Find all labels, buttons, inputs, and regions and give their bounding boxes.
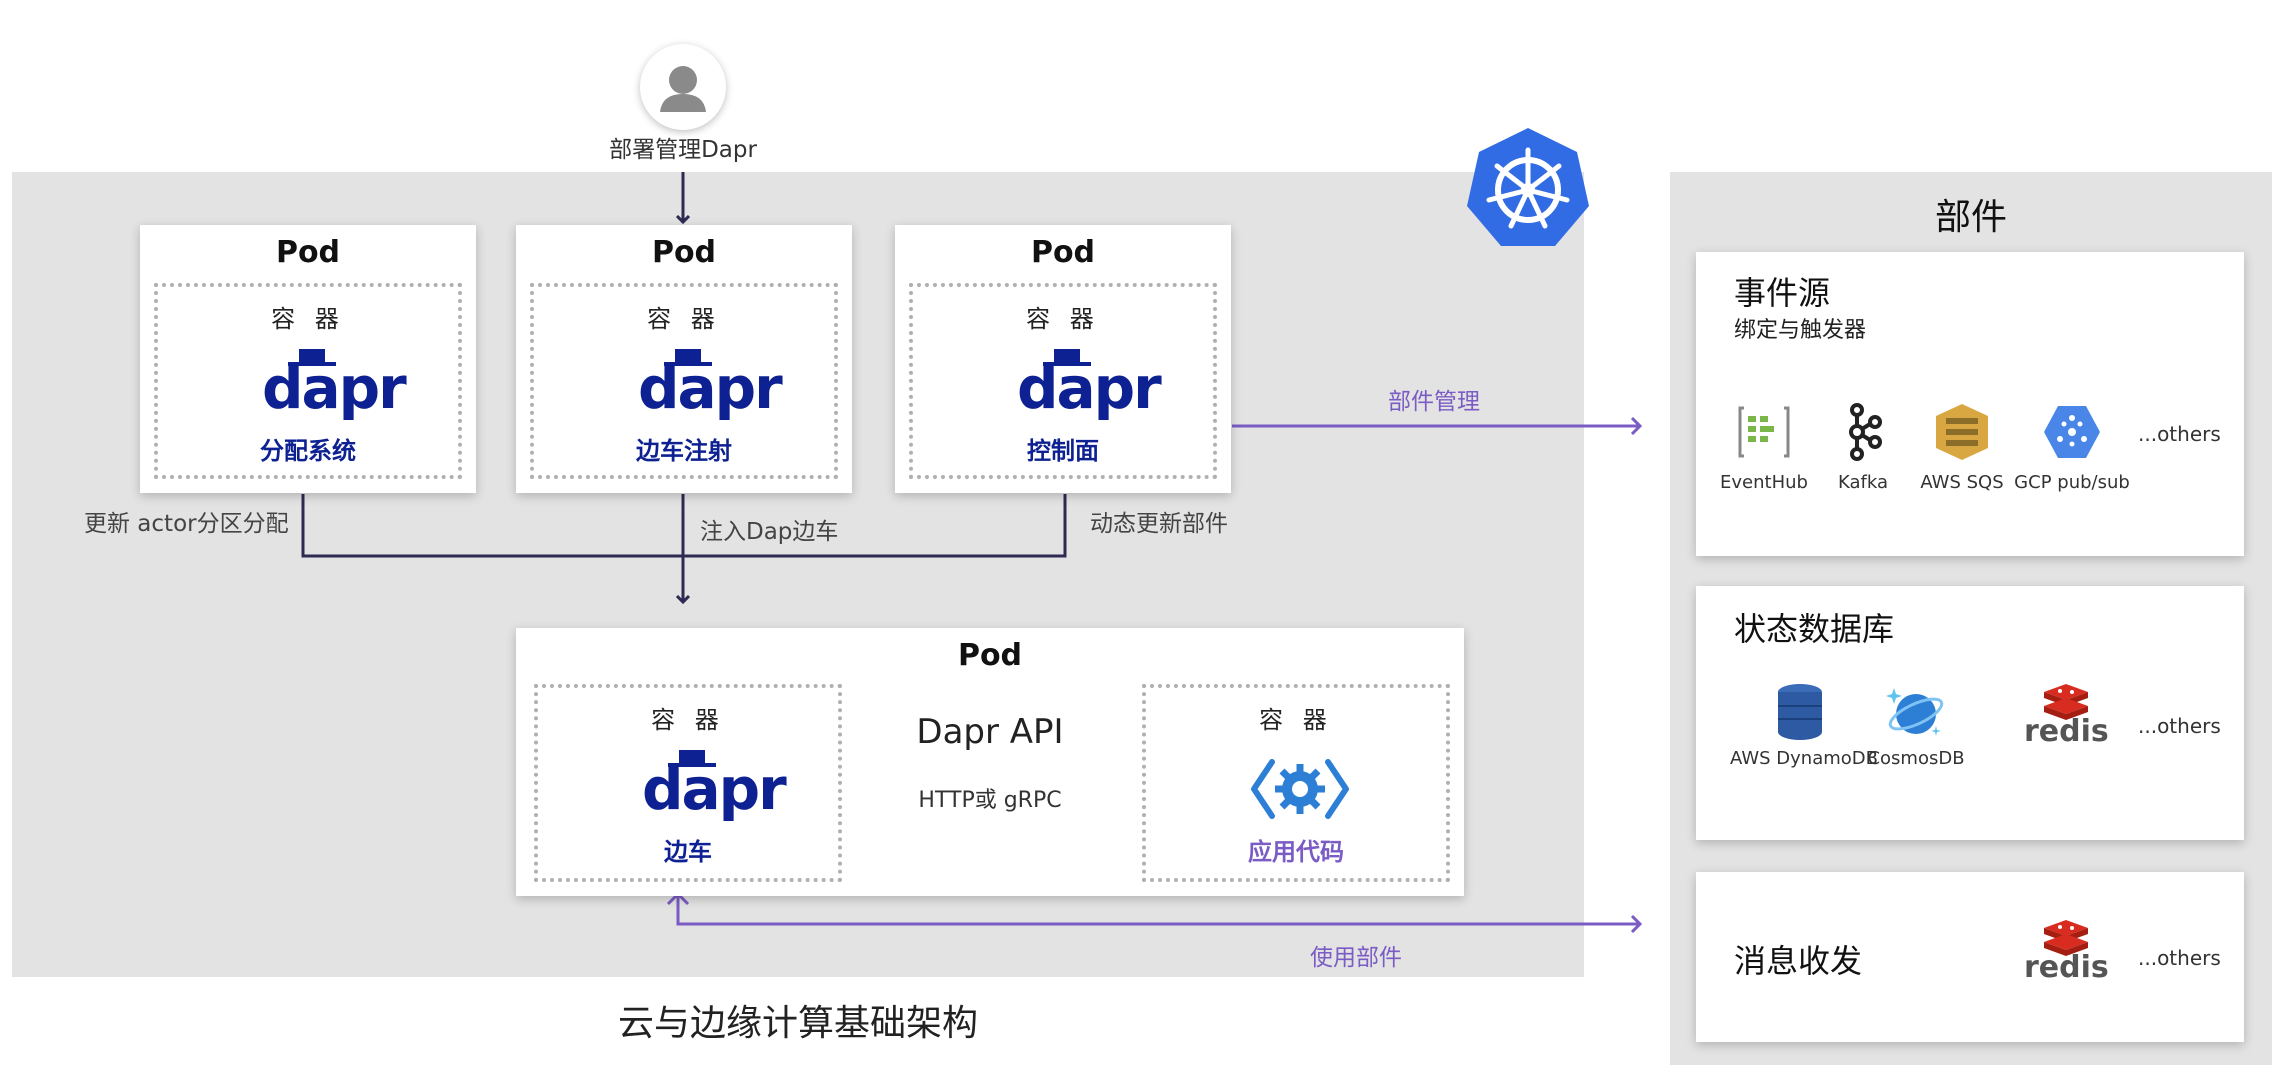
- dapr-hat-brim: [1043, 362, 1091, 366]
- user-label: 部署管理Dapr: [609, 137, 757, 163]
- dapr-hat-icon: [1054, 349, 1080, 363]
- state-store-label: CosmosDB: [1867, 748, 1965, 769]
- container-box: 容 器 dapr 控制面: [909, 283, 1217, 479]
- event-sources-title: 事件源: [1734, 274, 1831, 312]
- event-sources-subtitle: 绑定与触发器: [1734, 318, 1867, 343]
- app-code-icon: [1251, 759, 1349, 819]
- pod-title: Pod: [651, 235, 717, 270]
- cosmosdb-icon: [1886, 688, 1944, 736]
- dapr-api-subtitle: HTTP或 gRPC: [918, 788, 1062, 813]
- sidecar-container-box: 容 器 dapr 边车: [534, 684, 842, 882]
- dapr-logo: dapr: [1017, 349, 1162, 422]
- dapr-hat-icon: [675, 349, 701, 363]
- connector-label-right: 动态更新部件: [1090, 511, 1228, 537]
- event-source-label: Kafka: [1838, 472, 1888, 493]
- messaging-card: 消息收发 redis ...others: [1696, 872, 2244, 1042]
- dapr-api-title: Dapr API: [916, 712, 1064, 752]
- dapr-logo: dapr: [638, 349, 783, 422]
- event-source-label: GCP pub/sub: [2014, 472, 2130, 493]
- use-components-arrow: [676, 896, 1640, 924]
- event-sources-card: 事件源 绑定与触发器 EventHub Kafka AWS: [1696, 252, 2244, 556]
- user-avatar: [640, 44, 726, 130]
- redis-icon: [2044, 684, 2088, 720]
- dapr-logo-text: dapr: [1017, 354, 1162, 422]
- dapr-hat-brim: [288, 362, 336, 366]
- state-stores-title: 状态数据库: [1734, 610, 1895, 648]
- dapr-logo: dapr: [642, 750, 787, 823]
- sidecar-name: 边车: [664, 838, 712, 866]
- redis-logo-text: redis: [2024, 714, 2109, 749]
- connector-label-left: 更新 actor分区分配: [84, 511, 289, 537]
- event-sources-more: ...others: [2138, 422, 2221, 446]
- kubernetes-logo: [1465, 124, 1591, 248]
- kubernetes-icon: [1467, 128, 1589, 246]
- gcp-pubsub-icon: [2044, 406, 2100, 458]
- container-label: 容 器: [1259, 706, 1333, 734]
- pod-title: Pod: [275, 235, 341, 270]
- state-stores-more: ...others: [2138, 714, 2221, 738]
- infrastructure-bar: 云与边缘计算基础架构: [12, 980, 1584, 1068]
- dynamodb-icon: [1778, 684, 1822, 740]
- messaging-more: ...others: [2138, 946, 2221, 970]
- dapr-hat-brim: [668, 763, 716, 767]
- connector-label-middle: 注入Dap边车: [700, 519, 839, 545]
- container-box: 容 器 dapr 边车注射: [530, 283, 838, 479]
- messaging-title: 消息收发: [1734, 942, 1863, 980]
- kafka-icon: [1849, 403, 1882, 461]
- dapr-hat-icon: [679, 750, 705, 764]
- aws-sqs-icon: [1936, 404, 1988, 460]
- dapr-logo-text: dapr: [638, 354, 783, 422]
- container-label: 容 器: [271, 305, 345, 333]
- pod-application: Pod 容 器 dapr 边车 Dapr API HTTP或 gRPC 容 器 …: [516, 628, 1464, 896]
- component-mgmt-label: 部件管理: [1388, 389, 1480, 415]
- pod-sidecar-injector: Pod 容 器 dapr 边车注射: [516, 225, 852, 493]
- pod-placement: Pod 容 器 dapr 分配系统: [140, 225, 476, 493]
- event-source-label: AWS SQS: [1920, 472, 2004, 493]
- app-container-box: 容 器 应用代码: [1142, 684, 1450, 882]
- use-components-label: 使用部件: [1310, 945, 1402, 971]
- event-source-label: EventHub: [1720, 472, 1808, 493]
- container-label: 容 器: [651, 706, 725, 734]
- state-stores-card: 状态数据库 AWS DynamoDB CosmosDB redis ...oth…: [1696, 586, 2244, 840]
- pod-name: 边车注射: [636, 437, 732, 465]
- app-name: 应用代码: [1248, 838, 1344, 866]
- pod-control-plane: Pod 容 器 dapr 控制面: [895, 225, 1231, 493]
- components-title: 部件: [1934, 197, 2007, 238]
- infrastructure-label: 云与边缘计算基础架构: [617, 1003, 978, 1044]
- dapr-logo-text: dapr: [262, 354, 407, 422]
- pod-name: 分配系统: [260, 437, 356, 465]
- state-store-label: AWS DynamoDB: [1730, 748, 1878, 769]
- dapr-hat-brim: [664, 362, 712, 366]
- dapr-logo: dapr: [262, 349, 407, 422]
- redis-logo-text: redis: [2024, 950, 2109, 985]
- dapr-hat-icon: [299, 349, 325, 363]
- redis-icon: [2044, 920, 2088, 956]
- pod-name: 控制面: [1027, 437, 1099, 465]
- eventhub-icon: [1738, 406, 1790, 458]
- container-label: 容 器: [1026, 305, 1100, 333]
- pod-title: Pod: [1030, 235, 1096, 270]
- container-box: 容 器 dapr 分配系统: [154, 283, 462, 479]
- dapr-logo-text: dapr: [642, 755, 787, 823]
- user-icon: [660, 66, 706, 112]
- container-label: 容 器: [647, 305, 721, 333]
- pod-title: Pod: [957, 638, 1023, 673]
